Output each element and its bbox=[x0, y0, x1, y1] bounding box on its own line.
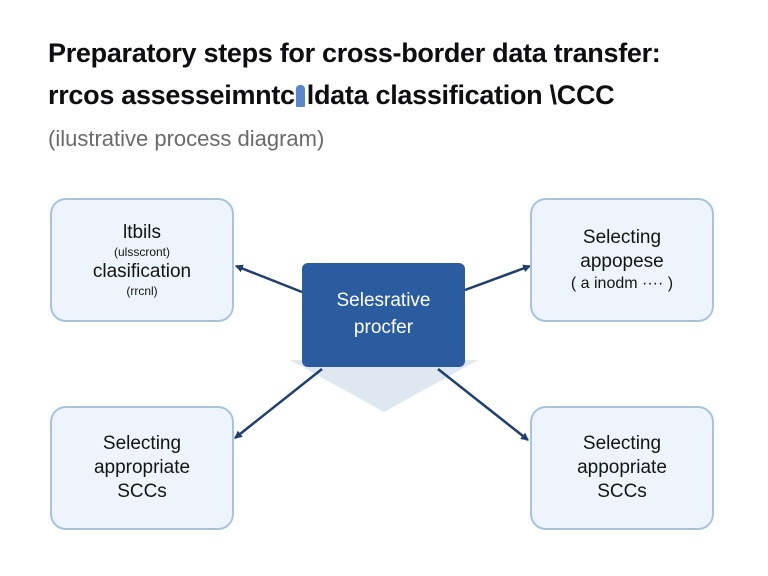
title-line-2: rrcos assesseimntc ldata classification \… bbox=[48, 80, 615, 111]
box-bottom-left-line-1: Selecting bbox=[102, 433, 182, 455]
box-bottom-right-line-3: SCCs bbox=[597, 480, 647, 502]
title-line-2-part-3: ldata classification \CCC bbox=[306, 80, 615, 110]
title-line-1-text: Preparatory steps for cross-border data … bbox=[48, 38, 661, 68]
box-bottom-left-line-3: SCCs bbox=[117, 480, 167, 502]
box-bottom-right-line-2: appopriate bbox=[577, 457, 667, 479]
center-process-box: Selesrative procfer bbox=[302, 263, 465, 367]
box-top-right: Selecting appopese ( a inodm ···· ) bbox=[530, 198, 714, 322]
box-top-left-line-4: (rrcnl) bbox=[126, 283, 158, 298]
box-bottom-right: Selecting appopriate SCCs bbox=[530, 406, 714, 530]
title-line-2-part-1: rrcos assesseimnt bbox=[48, 80, 281, 110]
box-bottom-left: Selecting appropriate SCCs bbox=[50, 406, 234, 530]
arrow-to-bottom-right bbox=[437, 368, 529, 441]
subtitle: (ilustrative process diagram) bbox=[48, 126, 325, 151]
marker-icon bbox=[295, 85, 305, 107]
center-line-1: Selesrative bbox=[336, 290, 431, 312]
title-line-2-part-2: c bbox=[280, 80, 295, 110]
box-top-right-line-1: Selecting bbox=[582, 227, 662, 249]
arrow-to-top-left bbox=[234, 264, 303, 294]
box-top-left-line-2: (ulsscront) bbox=[113, 245, 170, 259]
box-top-right-line-2: appopese bbox=[580, 251, 664, 272]
box-bottom-left-line-2: appropriate bbox=[93, 457, 191, 479]
box-top-right-line-3: ( a inodm ···· ) bbox=[570, 274, 674, 292]
arrow-to-bottom-left bbox=[234, 368, 323, 439]
box-top-left-line-1: ltbils bbox=[122, 222, 161, 244]
arrow-to-top-right bbox=[464, 264, 532, 292]
box-top-left-line-3: clasification bbox=[92, 261, 192, 282]
center-line-2: procfer bbox=[353, 317, 414, 338]
center-shadow-chevron bbox=[290, 360, 478, 412]
box-top-left: ltbils (ulsscront) clasification (rrcnl) bbox=[50, 198, 234, 322]
box-bottom-right-line-1: Selecting bbox=[582, 433, 662, 455]
title-line-1: Preparatory steps for cross-border data … bbox=[48, 38, 661, 69]
